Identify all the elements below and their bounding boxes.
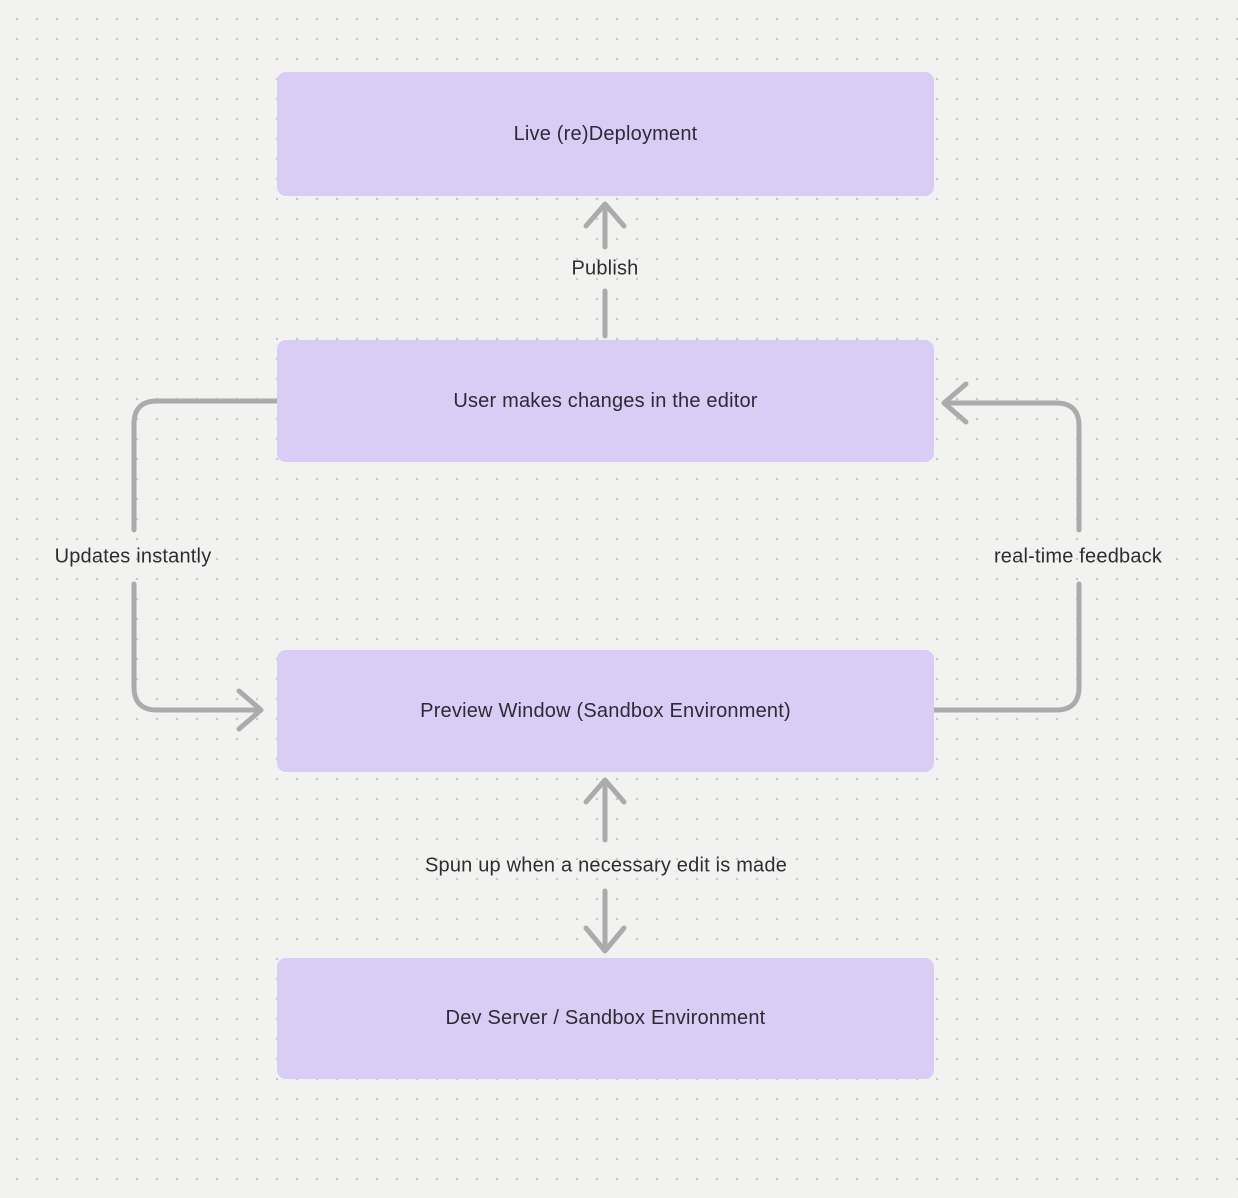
edge-label-spun-up: Spun up when a necessary edit is made [424, 854, 788, 877]
node-user-changes-label: User makes changes in the editor [453, 389, 758, 412]
edge-feedback-arrowhead-icon [941, 381, 969, 425]
node-dev-server[interactable]: Dev Server / Sandbox Environment [277, 958, 934, 1079]
edge-spunup-down-arrowhead-icon [583, 925, 627, 954]
edge-publish [583, 201, 627, 339]
edge-label-updates-instantly: Updates instantly [54, 545, 212, 568]
edge-label-realtime-feedback: real-time feedback [993, 545, 1163, 568]
node-dev-server-label: Dev Server / Sandbox Environment [445, 1007, 766, 1029]
node-live-redeployment[interactable]: Live (re)Deployment [277, 72, 934, 196]
edge-publish-arrowhead-icon [583, 201, 627, 229]
node-preview-window[interactable]: Preview Window (Sandbox Environment) [277, 650, 934, 772]
edge-feedback-upper-segment [945, 400, 1082, 533]
edge-updates-arrowhead-icon [236, 688, 264, 732]
edge-updates-instantly [131, 398, 280, 732]
edge-spunup-up-arrowhead-icon [583, 777, 627, 805]
edge-realtime-feedback [931, 381, 1082, 713]
edge-spun-up [583, 777, 627, 954]
edge-label-publish: Publish [571, 257, 639, 280]
edge-updates-upper-segment [131, 398, 280, 533]
edge-feedback-lower-segment [931, 581, 1082, 713]
node-user-changes[interactable]: User makes changes in the editor [277, 340, 934, 462]
node-live-redeployment-label: Live (re)Deployment [513, 122, 698, 145]
node-preview-window-label: Preview Window (Sandbox Environment) [420, 699, 791, 722]
edge-updates-lower-segment [131, 581, 259, 713]
